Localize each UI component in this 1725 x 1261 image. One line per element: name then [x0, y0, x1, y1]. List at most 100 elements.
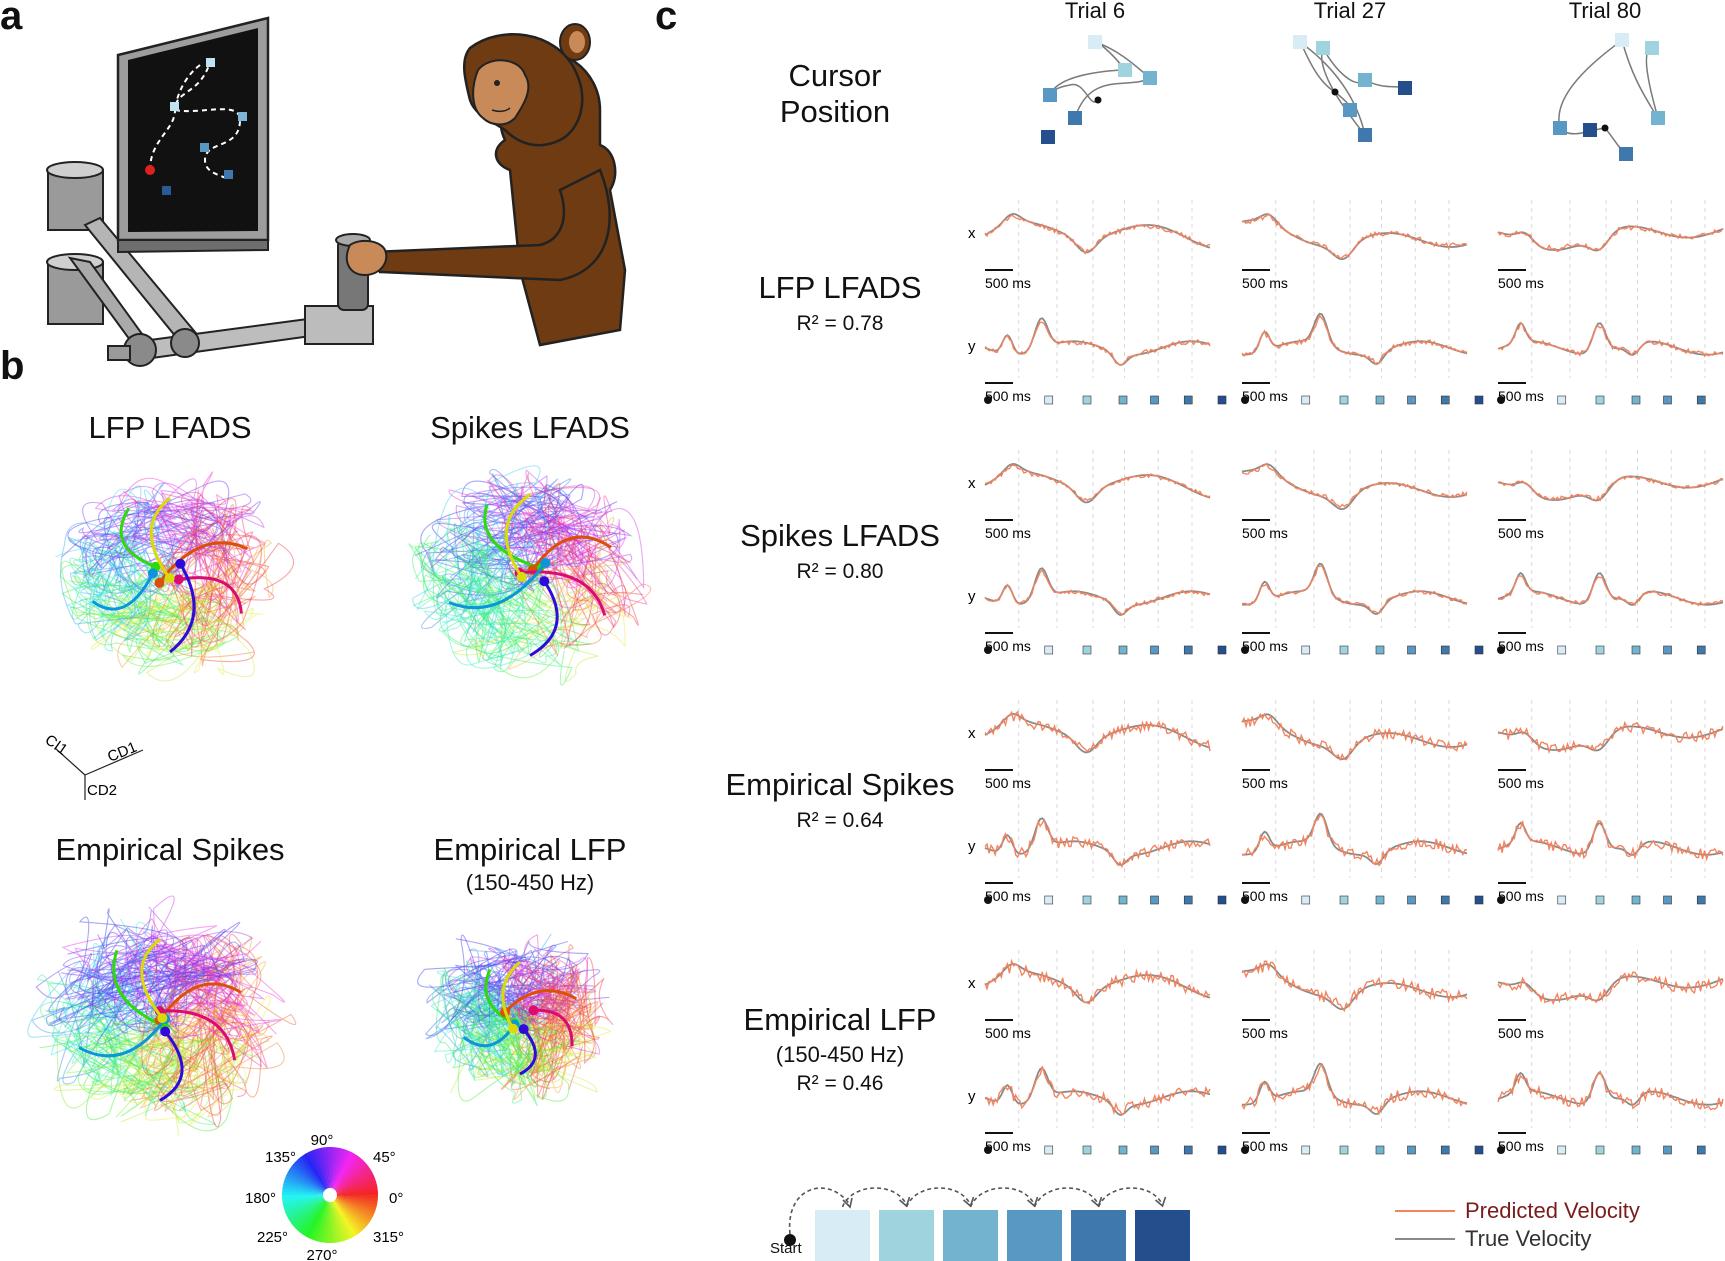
trace-target-marker: [1474, 1145, 1484, 1155]
c-row-title-2: Spikes LFADS: [740, 518, 940, 553]
trace-target-marker: [1339, 395, 1349, 405]
predicted-velocity-trace: [1497, 820, 1724, 862]
cursor-target: [1316, 41, 1330, 55]
trace-target-marker: [1440, 645, 1450, 655]
scalebar-label: 500 ms: [985, 1138, 1031, 1154]
traj-empirical-spikes: [27, 895, 297, 1137]
trace-target-marker: [1557, 1145, 1567, 1155]
cursor-target: [1358, 73, 1372, 87]
trace-target-marker: [1375, 645, 1385, 655]
b-title-empirical-spikes: Empirical Spikes: [55, 832, 285, 867]
trace-target-marker: [1440, 1145, 1450, 1155]
scalebar-label: 500 ms: [985, 638, 1031, 654]
trace-target-marker: [1183, 645, 1193, 655]
scalebar-label: 500 ms: [1242, 888, 1288, 904]
trace-target-marker: [1440, 895, 1450, 905]
trace-target-marker: [1595, 645, 1605, 655]
scalebar-label: 500 ms: [1498, 388, 1544, 404]
trial-head-2: Trial 27: [1313, 0, 1387, 23]
cursor-target: [1583, 123, 1597, 137]
cursor-target: [1358, 128, 1372, 142]
trace-target-marker: [1663, 395, 1672, 405]
trace-target-marker: [1339, 895, 1349, 905]
trace-target-marker: [1663, 895, 1672, 905]
true-velocity-trace: [984, 567, 1211, 616]
trace-target-marker: [1217, 395, 1227, 405]
predicted-velocity-trace: [1497, 1070, 1724, 1111]
predicted-velocity-trace: [1497, 971, 1724, 1006]
cursor-plot-trial-1: [1041, 35, 1157, 144]
trace-target-marker: [1217, 645, 1227, 655]
legend-predicted-label: Predicted Velocity: [1465, 1198, 1640, 1223]
scalebar-label: 500 ms: [985, 775, 1031, 791]
predicted-velocity-trace: [984, 710, 1211, 753]
c-row-title-4: Empirical LFP: [743, 1002, 937, 1037]
trace-target-marker: [1696, 895, 1706, 905]
true-velocity-trace: [1241, 713, 1468, 761]
true-velocity-trace: [984, 317, 1211, 366]
trace-target-marker: [1044, 395, 1054, 405]
predicted-velocity-trace: [1241, 960, 1468, 1013]
wheel-label-180: 180°: [245, 1190, 276, 1207]
panel-letter-b: b: [0, 344, 25, 388]
color-wheel: [282, 1147, 378, 1243]
trace-target-marker: [1595, 895, 1605, 905]
true-velocity-trace: [1241, 463, 1468, 511]
cursor-target: [1041, 130, 1055, 144]
axis-label-ci1: CI1: [42, 731, 71, 758]
scalebar-label: 500 ms: [985, 275, 1031, 291]
cursor-position-plots: [1041, 33, 1665, 161]
scalebar-label: 500 ms: [1498, 638, 1544, 654]
axis-y-label: y: [968, 338, 976, 355]
predicted-velocity-trace: [1497, 475, 1724, 502]
wheel-label-135: 135°: [265, 1149, 296, 1166]
scalebar-label: 500 ms: [985, 388, 1031, 404]
trace-target-marker: [1339, 1145, 1349, 1155]
axis-x-label: x: [968, 725, 976, 742]
c-row-r2-1: R² = 0.78: [796, 312, 884, 335]
predicted-velocity-trace: [1497, 720, 1724, 755]
predicted-velocity-trace: [1241, 1063, 1468, 1116]
cursor-label-line1: Cursor: [788, 58, 882, 93]
scalebar-label: 500 ms: [1498, 1138, 1544, 1154]
axis-label-cd1: CD1: [105, 739, 139, 766]
c-row-sub-4: (150-450 Hz): [775, 1042, 905, 1067]
predicted-velocity-trace: [985, 1066, 1211, 1116]
scalebar-label: 500 ms: [1498, 888, 1544, 904]
traj-lfp-lfads: [55, 471, 295, 682]
trace-target-marker: [1696, 1145, 1706, 1155]
trace-target-marker: [1150, 645, 1159, 655]
axis-y-label: y: [968, 838, 976, 855]
true-velocity-trace: [1241, 213, 1468, 261]
trace-target-marker: [1375, 1145, 1385, 1155]
panel-letter-c: c: [655, 0, 678, 38]
predicted-velocity-trace: [1497, 575, 1724, 607]
cursor-target: [1343, 103, 1357, 117]
cursor-position-label: Cursor Position: [735, 58, 935, 129]
trace-target-marker: [1595, 1145, 1605, 1155]
trace-target-marker: [1663, 1145, 1672, 1155]
predicted-velocity-trace: [1241, 212, 1468, 260]
cursor-target: [1143, 71, 1157, 85]
sequence-target-6: [1135, 1210, 1190, 1261]
c-row-r2-4: R² = 0.46: [796, 1072, 884, 1095]
trace-target-marker: [1407, 645, 1416, 655]
axis-x-label: x: [968, 225, 976, 242]
trace-target-marker: [1375, 395, 1385, 405]
axis-x-label: x: [968, 975, 976, 992]
b-title-spikes-lfads: Spikes LFADS: [430, 410, 630, 445]
axis-y-label: y: [968, 588, 976, 605]
b-sub-empirical-lfp: (150-450 Hz): [465, 870, 595, 895]
scalebar-label: 500 ms: [1242, 275, 1288, 291]
trace-target-marker: [1474, 645, 1484, 655]
trace-target-marker: [1118, 1145, 1128, 1155]
cursor-target: [1293, 35, 1307, 49]
axis-y-label: y: [968, 1088, 976, 1105]
scalebar-label: 500 ms: [1242, 638, 1288, 654]
trace-target-marker: [1118, 645, 1128, 655]
trace-target-marker: [1044, 1145, 1054, 1155]
